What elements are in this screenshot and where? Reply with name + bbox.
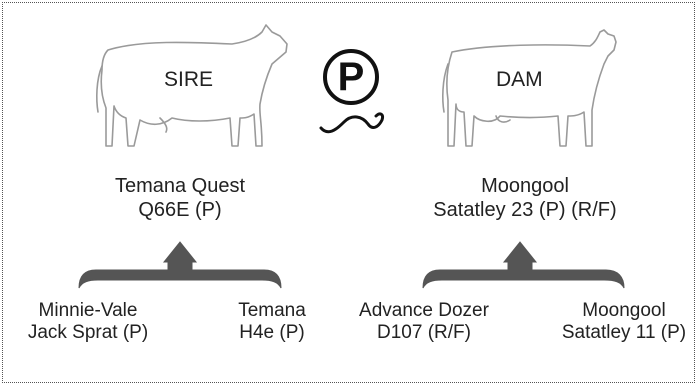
sire-parent-left-line1: Minnie-Vale — [38, 300, 138, 321]
dam-name-line1: Moongool — [481, 175, 569, 197]
dam-name: Moongool Satatley 23 (P) (R/F) — [390, 174, 660, 222]
dam-parent-right-line1: Moongool — [582, 300, 666, 321]
sire-bracket-arrow — [78, 241, 282, 289]
dam-parent-right: Moongool Satatley 11 (P) — [552, 300, 696, 344]
dam-parent-left: Advance Dozer D107 (R/F) — [344, 300, 504, 344]
dam-parent-left-line1: Advance Dozer — [359, 300, 489, 321]
dam-label: DAM — [496, 68, 543, 91]
dam-bracket-arrow — [422, 241, 625, 289]
dam-cow-icon — [442, 29, 617, 147]
sire-parent-left: Minnie-Vale Jack Sprat (P) — [14, 300, 162, 344]
dam-parent-left-line2: D107 (R/F) — [377, 322, 471, 343]
sire-parent-right-line2: H4e (P) — [239, 322, 305, 343]
sire-cow-icon — [96, 24, 288, 147]
dam-name-line2: Satatley 23 (P) (R/F) — [433, 199, 617, 221]
sire-parent-right: Temana H4e (P) — [222, 300, 322, 344]
sire-name: Temana Quest Q66E (P) — [60, 174, 300, 222]
diagram-frame — [2, 2, 695, 383]
sire-name-line2: Q66E (P) — [138, 199, 222, 221]
dam-parent-right-line2: Satatley 11 (P) — [561, 322, 687, 343]
sire-label: SIRE — [164, 68, 214, 91]
polled-p-letter: P — [337, 55, 365, 99]
sire-parent-right-line1: Temana — [238, 300, 306, 321]
polled-p-symbol-icon — [319, 49, 384, 134]
sire-parent-left-line2: Jack Sprat (P) — [27, 322, 149, 343]
sire-name-line1: Temana Quest — [114, 175, 246, 197]
